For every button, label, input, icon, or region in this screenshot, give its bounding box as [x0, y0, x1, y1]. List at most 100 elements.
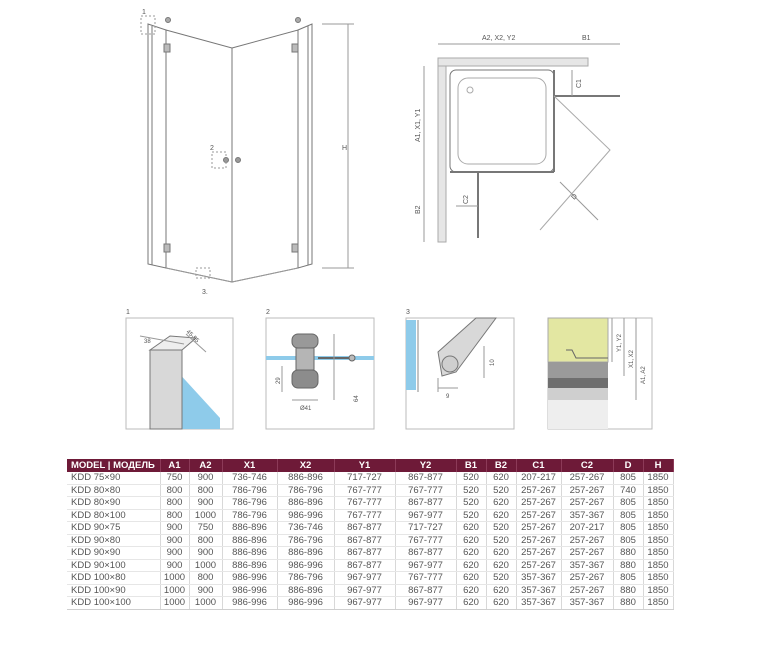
value-cell: 900 — [160, 534, 190, 547]
value-cell: 257-267 — [516, 496, 562, 510]
value-cell: 257-267 — [516, 521, 562, 535]
detail-4 — [547, 317, 653, 430]
value-cell: 1850 — [643, 496, 674, 510]
value-cell: 986-996 — [277, 509, 335, 522]
value-cell: 805 — [613, 472, 644, 485]
model-cell: KDD 80×90 — [67, 496, 161, 510]
value-cell: 257-267 — [516, 534, 562, 547]
plan-view — [423, 43, 620, 243]
value-cell: 986-996 — [222, 571, 278, 585]
value-cell: 1850 — [643, 584, 674, 597]
value-cell: 620 — [456, 584, 487, 597]
value-cell: 620 — [456, 534, 487, 547]
model-cell: KDD 90×80 — [67, 534, 161, 547]
value-cell: 1850 — [643, 484, 674, 497]
side-depth-label: A1, X1, Y1 — [415, 109, 422, 142]
value-cell: 986-996 — [222, 596, 278, 610]
value-cell: 257-267 — [516, 509, 562, 522]
detail-4-dim-a: Y1, Y2 — [617, 333, 623, 352]
value-cell: 717-727 — [334, 472, 396, 485]
value-cell: 750 — [160, 472, 190, 485]
model-cell: KDD 100×80 — [67, 571, 161, 585]
column-header: X1 — [222, 459, 278, 472]
value-cell: 880 — [613, 559, 644, 572]
callout-box-2 — [211, 151, 227, 169]
value-cell: 900 — [189, 472, 223, 485]
value-cell: 867-877 — [334, 521, 396, 535]
value-cell: 1850 — [643, 521, 674, 535]
value-cell: 207-217 — [561, 521, 614, 535]
detail-2-number: 2 — [266, 309, 270, 316]
value-cell: 520 — [486, 521, 517, 535]
value-cell: 257-267 — [516, 546, 562, 560]
value-cell: 357-367 — [561, 509, 614, 522]
value-cell: 900 — [189, 496, 223, 510]
value-cell: 257-267 — [561, 484, 614, 497]
value-cell: 867-877 — [395, 472, 457, 485]
detail-2 — [265, 317, 375, 430]
value-cell: 767-777 — [395, 534, 457, 547]
value-cell: 900 — [189, 546, 223, 560]
value-cell: 805 — [613, 534, 644, 547]
model-cell: KDD 90×100 — [67, 559, 161, 572]
top-width-label: A2, X2, Y2 — [482, 35, 515, 42]
height-label: H — [342, 145, 347, 152]
right-width-label: B1 — [582, 35, 591, 42]
value-cell: 520 — [456, 472, 487, 485]
value-cell: 257-267 — [561, 472, 614, 485]
value-cell: 620 — [486, 472, 517, 485]
value-cell: 620 — [456, 596, 487, 610]
value-cell: 357-367 — [516, 584, 562, 597]
value-cell: 867-877 — [395, 546, 457, 560]
value-cell: 717-727 — [395, 521, 457, 535]
value-cell: 1000 — [189, 559, 223, 572]
value-cell: 740 — [613, 484, 644, 497]
callout-3-label: 3. — [202, 289, 208, 296]
value-cell: 520 — [486, 571, 517, 585]
value-cell: 736-746 — [222, 472, 278, 485]
column-header: A2 — [189, 459, 223, 472]
value-cell: 805 — [613, 496, 644, 510]
detail-2-dim-a: 29 — [276, 377, 282, 384]
value-cell: 207-217 — [516, 472, 562, 485]
value-cell: 967-977 — [395, 596, 457, 610]
value-cell: 886-896 — [277, 546, 335, 560]
model-cell: KDD 90×75 — [67, 521, 161, 535]
value-cell: 620 — [486, 559, 517, 572]
value-cell: 357-367 — [516, 596, 562, 610]
value-cell: 800 — [160, 509, 190, 522]
value-cell: 886-896 — [277, 584, 335, 597]
value-cell: 967-977 — [334, 584, 396, 597]
d-label: D — [570, 193, 579, 202]
value-cell: 767-777 — [395, 571, 457, 585]
value-cell: 786-796 — [277, 484, 335, 497]
value-cell: 900 — [160, 546, 190, 560]
value-cell: 867-877 — [334, 534, 396, 547]
model-cell: KDD 80×100 — [67, 509, 161, 522]
value-cell: 986-996 — [277, 596, 335, 610]
model-cell: KDD 100×90 — [67, 584, 161, 597]
value-cell: 257-267 — [561, 571, 614, 585]
callout-1-label: 1 — [142, 9, 146, 16]
c2-label: C2 — [463, 195, 470, 204]
value-cell: 886-896 — [277, 496, 335, 510]
detail-2-dim-b: Ø41 — [300, 406, 312, 412]
model-cell: KDD 100×100 — [67, 596, 161, 610]
value-cell: 886-896 — [222, 546, 278, 560]
value-cell: 620 — [456, 571, 487, 585]
value-cell: 520 — [456, 496, 487, 510]
value-cell: 520 — [486, 534, 517, 547]
value-cell: 620 — [456, 559, 487, 572]
value-cell: 1850 — [643, 509, 674, 522]
